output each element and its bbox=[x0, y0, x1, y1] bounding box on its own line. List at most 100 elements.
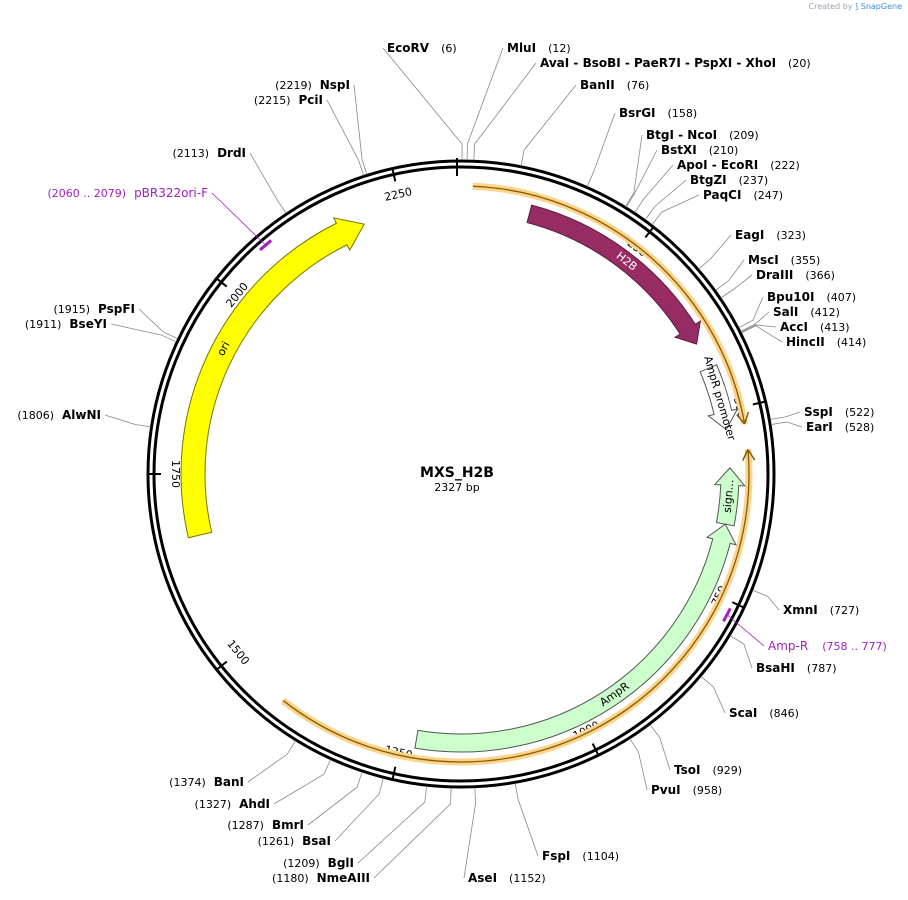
enzyme-position: (1152) bbox=[509, 872, 546, 885]
enzyme-position: (2219) bbox=[275, 79, 312, 92]
enzyme-position: (2113) bbox=[172, 147, 209, 160]
site-eagi: EagI (323) bbox=[698, 228, 806, 270]
enzyme-name: BanII bbox=[580, 78, 615, 92]
enzyme-position: (1104) bbox=[582, 850, 619, 863]
enzyme-name: Bpu10I bbox=[767, 290, 814, 304]
enzyme-name: XmnI bbox=[783, 603, 818, 617]
enzyme-position: (366) bbox=[805, 269, 835, 282]
site-avai: AvaI - BsoBI - PaeR7I - PspXI - XhoI (20) bbox=[473, 56, 811, 161]
site-leader bbox=[740, 324, 777, 333]
site-ahdi: AhdI(1327) bbox=[195, 759, 331, 811]
enzyme-name: BsrGI bbox=[619, 106, 656, 120]
orf-arrowhead bbox=[742, 449, 756, 461]
tick-mark bbox=[591, 743, 600, 757]
site-leader bbox=[752, 589, 780, 611]
enzyme-position: (1374) bbox=[169, 776, 206, 789]
primer-sites: Amp-R(758 .. 777)pBR322ori-F(2060 .. 207… bbox=[48, 186, 887, 653]
enzyme-position: (158) bbox=[668, 107, 698, 120]
plasmid-name: MXS_H2B bbox=[420, 465, 494, 481]
feature-label: sign… bbox=[721, 479, 737, 514]
site-leader bbox=[649, 724, 671, 771]
enzyme-position: (210) bbox=[709, 144, 739, 157]
restriction-sites: EcoRV(6)MluI(12)AvaI - BsoBI - PaeR7I - … bbox=[17, 41, 874, 885]
site-xmni: XmnI (727) bbox=[752, 589, 860, 617]
primer-position: (758 .. 777) bbox=[822, 640, 887, 653]
snapgene-credit: Created by ⟆ SnapGene bbox=[809, 2, 902, 11]
enzyme-name: TsoI bbox=[674, 763, 700, 777]
site-leader bbox=[770, 411, 801, 420]
enzyme-name: ScaI bbox=[729, 706, 757, 720]
site-leader bbox=[738, 296, 764, 329]
site-bpu10i: Bpu10I(407) bbox=[738, 290, 856, 329]
primer-amp-r: Amp-R(758 .. 777) bbox=[722, 607, 887, 653]
site-acci: AccI(413) bbox=[740, 320, 850, 334]
site-leader bbox=[334, 778, 384, 842]
site-ecorv: EcoRV(6) bbox=[382, 41, 463, 161]
enzyme-position: (6) bbox=[441, 42, 457, 55]
enzyme-name: HincII bbox=[786, 335, 825, 349]
enzyme-name: BseYI bbox=[69, 317, 107, 331]
site-leader bbox=[715, 259, 745, 291]
enzyme-position: (1287) bbox=[227, 819, 264, 832]
credit-prefix: Created by bbox=[808, 2, 853, 11]
enzyme-name: PciI bbox=[299, 93, 324, 107]
enzyme-name: AlwNI bbox=[62, 408, 101, 422]
enzyme-position: (247) bbox=[753, 189, 783, 202]
plasmid-center-label: MXS_H2B 2327 bp bbox=[420, 465, 494, 494]
tick-mark bbox=[391, 766, 397, 781]
site-leader bbox=[307, 771, 363, 826]
enzyme-position: (727) bbox=[830, 604, 860, 617]
enzyme-name: AvaI - BsoBI - PaeR7I - PspXI - XhoI bbox=[540, 56, 776, 70]
site-banii: BanII (76) bbox=[520, 78, 650, 166]
site-tsoi: TsoI(929) bbox=[649, 724, 742, 777]
tick-label: 2250 bbox=[383, 185, 413, 204]
enzyme-name: AccI bbox=[780, 320, 808, 334]
enzyme-name: MluI bbox=[507, 41, 536, 55]
site-nmeaiii: NmeAIII (1180) bbox=[272, 787, 452, 885]
enzyme-position: (355) bbox=[791, 254, 821, 267]
site-fspi: FspI (1104) bbox=[514, 783, 619, 863]
site-leader bbox=[247, 740, 296, 783]
orf-arcs bbox=[280, 182, 756, 766]
site-leader bbox=[463, 787, 476, 879]
enzyme-position: (222) bbox=[770, 159, 800, 172]
enzyme-name: NmeAIII bbox=[317, 871, 370, 885]
site-leader bbox=[473, 62, 537, 161]
tick-label: 1500 bbox=[224, 637, 252, 667]
orf-arc-halo bbox=[472, 182, 749, 425]
enzyme-position: (76) bbox=[627, 79, 650, 92]
tick-mark bbox=[215, 277, 228, 288]
site-leader bbox=[634, 164, 674, 213]
tick-label: 1750 bbox=[169, 460, 182, 488]
site-bsahi: BsaHI(787) bbox=[729, 635, 837, 675]
enzyme-position: (1261) bbox=[258, 835, 295, 848]
site-leader bbox=[586, 112, 616, 187]
enzyme-name: BsaHI bbox=[756, 661, 795, 675]
enzyme-position: (958) bbox=[693, 784, 723, 797]
enzyme-name: NspI bbox=[320, 78, 350, 92]
enzyme-name: EagI bbox=[735, 228, 764, 242]
enzyme-name: FspI bbox=[542, 849, 570, 863]
enzyme-position: (323) bbox=[776, 229, 806, 242]
site-bani: BanI (1374) bbox=[169, 740, 296, 789]
enzyme-position: (1180) bbox=[272, 872, 309, 885]
site-leader bbox=[138, 308, 178, 340]
site-leader bbox=[466, 47, 504, 161]
enzyme-name: SalI bbox=[773, 305, 798, 319]
site-leader bbox=[625, 149, 658, 208]
site-leader bbox=[771, 421, 803, 428]
site-eari: EarI(528) bbox=[771, 420, 874, 434]
tick-mark bbox=[215, 660, 228, 672]
site-asei: AseI(1152) bbox=[463, 787, 546, 885]
enzyme-position: (20) bbox=[788, 57, 811, 70]
enzyme-name: BanI bbox=[214, 775, 244, 789]
orf-arc bbox=[282, 449, 750, 763]
feature-arrow bbox=[526, 204, 701, 345]
site-apoi: ApoI - EcoRI (222) bbox=[634, 158, 800, 213]
enzyme-position: (209) bbox=[729, 129, 759, 142]
primer-mark bbox=[722, 607, 732, 623]
site-leader bbox=[110, 323, 177, 343]
enzyme-name: ApoI - EcoRI bbox=[677, 158, 758, 172]
site-btgi: BtgI - NcoI(209) bbox=[625, 128, 759, 207]
primer-name: pBR322ori-F bbox=[134, 186, 208, 200]
